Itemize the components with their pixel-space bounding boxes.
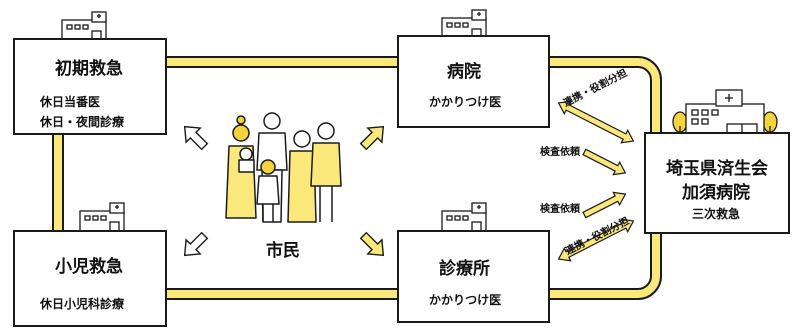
byoin-box: 病院 かかりつけ医	[397, 35, 550, 128]
byoin-title: 病院	[447, 62, 481, 82]
shoki-line-1: 休日当番医	[40, 95, 101, 109]
shinryojo-title: 診療所	[439, 259, 490, 279]
hospital-building-icon	[672, 89, 778, 137]
shoki-title: 初期救急	[55, 59, 123, 79]
clinic-building-icon	[441, 202, 487, 234]
center-label: 市民	[266, 241, 300, 261]
shoni-title: 小児救急	[55, 257, 123, 277]
cooperation-arrow-top	[557, 100, 635, 144]
arrow-to-shoni-icon	[183, 231, 209, 257]
shinryojo-sub: かかりつけ医	[429, 293, 502, 307]
arrow-to-byoin-icon	[359, 125, 385, 151]
byoin-sub: かかりつけ医	[429, 95, 502, 109]
cooperation-arrow-bottom	[557, 218, 635, 262]
request-arrow-top	[582, 148, 627, 176]
saitama-title-2: 加須病院	[682, 183, 750, 203]
clinic-building-icon	[441, 9, 487, 41]
shoki-box: 初期救急 休日当番医 休日・夜間診療	[13, 38, 167, 135]
arrow-to-shinryojo-icon	[359, 231, 385, 257]
family-illustration	[225, 112, 342, 223]
arrow-to-shoki-icon	[183, 125, 209, 151]
label-bottom-request: 検査依頼	[540, 204, 580, 215]
shoni-box: 小児救急 休日小児科診療	[13, 230, 167, 327]
clinic-building-icon	[79, 202, 125, 234]
shinryojo-box: 診療所 かかりつけ医	[397, 230, 550, 323]
shoni-line-1: 休日小児科診療	[40, 297, 125, 311]
saitama-hospital-box: 埼玉県済生会 加須病院 三次救急	[644, 132, 790, 234]
request-arrow-bottom	[582, 191, 627, 219]
label-top-request: 検査依頼	[540, 147, 580, 158]
saitama-title-1: 埼玉県済生会	[666, 159, 768, 179]
shoki-line-2: 休日・夜間診療	[40, 115, 125, 129]
saitama-sub: 三次救急	[692, 207, 741, 221]
